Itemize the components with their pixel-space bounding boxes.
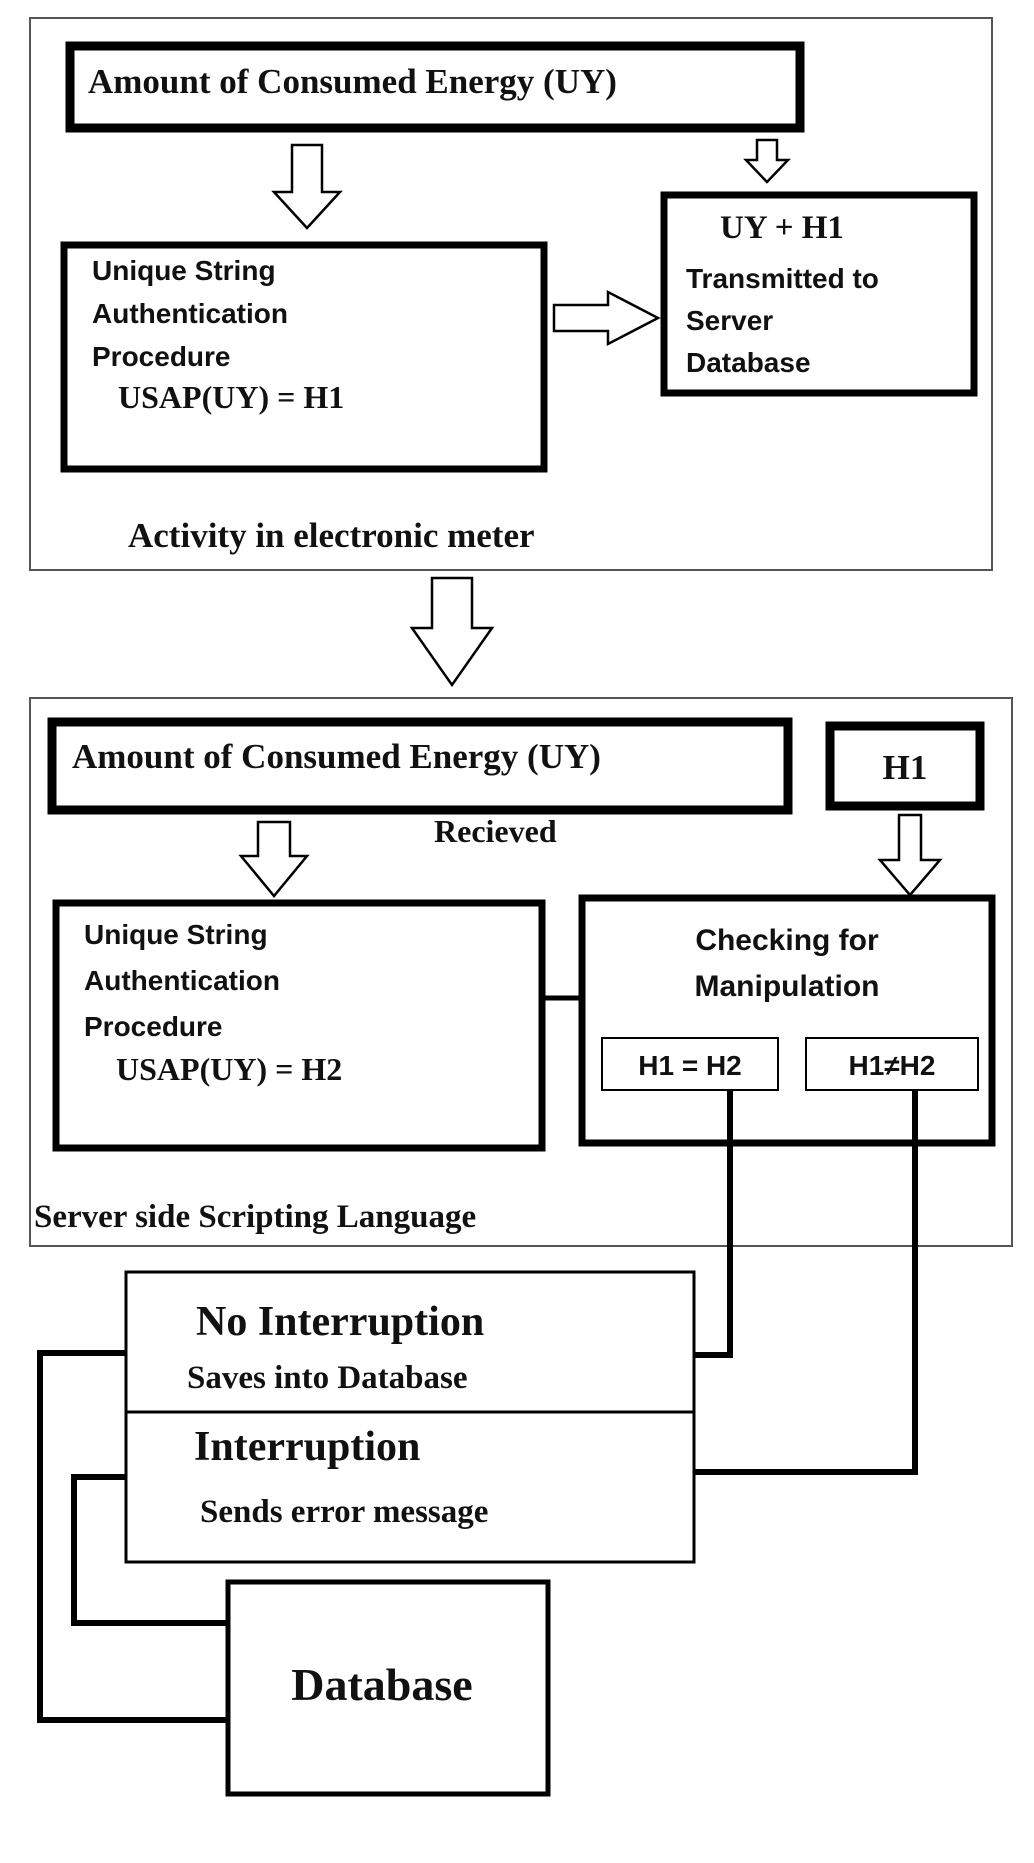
- meter-transmit-line3: Server: [686, 305, 773, 336]
- meter-usap-box: [60, 241, 548, 473]
- notequal-to-interruption-wire: [695, 1090, 918, 1475]
- server-check-line2: Manipulation: [695, 970, 880, 1003]
- interruption-desc: Sends error message: [200, 1494, 488, 1530]
- meter-usap-line1: Unique String: [92, 255, 276, 286]
- server-check-line1: Checking for: [695, 924, 879, 957]
- server-h1-label: H1: [883, 748, 928, 787]
- no-interruption-to-database-wire: [37, 1350, 228, 1723]
- meter-transmit-box: [660, 191, 978, 397]
- equal-option-label: H1 = H2: [638, 1050, 742, 1081]
- meter-usap-line2: Authentication: [92, 298, 288, 329]
- server-energy-label: Amount of Consumed Energy (UY): [72, 737, 601, 776]
- database-box: [225, 1579, 551, 1797]
- equal-to-no-interruption-wire: [695, 1090, 733, 1358]
- meter-usap-formula: USAP(UY) = H1: [118, 379, 344, 415]
- server-panel-frame: [29, 697, 1013, 1247]
- server-check-box: [578, 894, 996, 1147]
- meter-energy-to-transmit-arrow: [743, 138, 791, 184]
- notequal-option-label: H1≠H2: [849, 1050, 936, 1081]
- meter-panel-caption: Activity in electronic meter: [128, 516, 535, 555]
- equal-option-box: [601, 1037, 779, 1091]
- meter-to-server-arrow: [409, 576, 495, 688]
- server-usap-formula: USAP(UY) = H2: [116, 1051, 342, 1087]
- server-h1-box: [825, 721, 985, 811]
- interruption-title: Interruption: [194, 1424, 420, 1470]
- server-received-label: Recieved: [434, 813, 557, 849]
- server-panel: Amount of Consumed Energy (UY) H1 Reciev…: [29, 697, 1013, 1247]
- meter-transmit-line4: Database: [686, 347, 811, 378]
- meter-usap-to-transmit-arrow: [552, 289, 661, 347]
- database-label: Database: [291, 1659, 472, 1710]
- outcomes-frame: [124, 1270, 696, 1564]
- server-usap-line3: Procedure: [84, 1011, 223, 1042]
- notequal-option-box: [805, 1037, 979, 1091]
- meter-energy-box: [65, 41, 805, 133]
- server-h1-to-check-arrow: [877, 813, 943, 897]
- no-interruption-title: No Interruption: [196, 1299, 484, 1345]
- meter-transmit-line2: Transmitted to: [686, 263, 879, 294]
- no-interruption-desc: Saves into Database: [187, 1360, 468, 1396]
- server-energy-box: [47, 717, 793, 815]
- meter-usap-line3: Procedure: [92, 341, 231, 372]
- meter-energy-to-usap-arrow: [271, 143, 343, 230]
- server-usap-line2: Authentication: [84, 965, 280, 996]
- server-usap-line1: Unique String: [84, 919, 268, 950]
- server-energy-to-usap-arrow: [238, 820, 310, 898]
- outcomes-box: No Interruption Saves into Database Inte…: [124, 1270, 696, 1564]
- meter-panel-frame: [29, 17, 993, 571]
- meter-energy-label: Amount of Consumed Energy (UY): [88, 62, 617, 101]
- meter-panel: Amount of Consumed Energy (UY) Unique St…: [29, 17, 993, 571]
- interruption-to-database-wire: [71, 1474, 228, 1626]
- server-panel-caption: Server side Scripting Language: [34, 1199, 476, 1235]
- meter-transmit-line1: UY + H1: [720, 210, 844, 246]
- server-usap-box: [52, 899, 546, 1152]
